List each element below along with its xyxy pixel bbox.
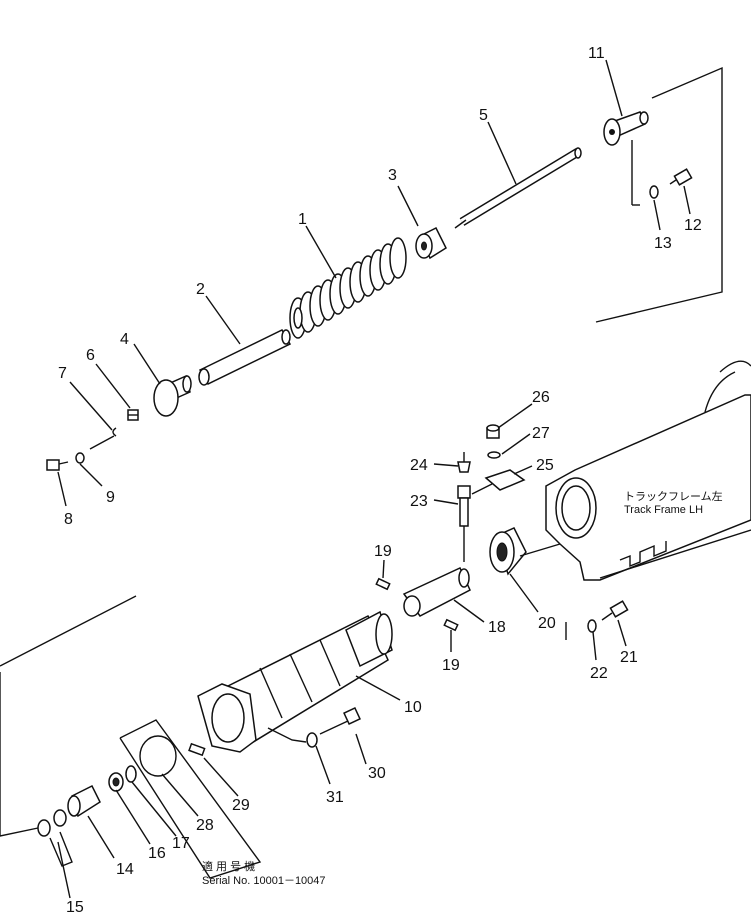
callout-5: 5 [479, 107, 488, 124]
part-8-bolt [46, 459, 69, 471]
part-18-block [402, 567, 471, 617]
callout-24: 24 [410, 457, 428, 474]
callout-10: 10 [404, 699, 422, 716]
part-15-seals [37, 809, 67, 837]
part-23-valve [457, 485, 471, 562]
callout-6: 6 [86, 347, 95, 364]
spring-bore [293, 307, 303, 329]
callout-3: 3 [388, 167, 397, 184]
serial-note: 適 用 号 機 Serial No. 10001－10047 [202, 859, 326, 887]
callout-13: 13 [654, 235, 672, 252]
part-31-washer [306, 732, 318, 748]
callout-18: 18 [488, 619, 506, 636]
leader-lines [57, 59, 691, 899]
part-19-pin-upper [375, 577, 391, 591]
callout-14: 14 [116, 861, 134, 878]
callout-21: 21 [620, 649, 638, 666]
spring-coil [389, 237, 407, 279]
part-14-plug [67, 784, 101, 818]
callout-19b: 19 [442, 657, 460, 674]
part-3-nut [415, 226, 447, 260]
callout-30: 30 [368, 765, 386, 782]
callout-23: 23 [410, 493, 428, 510]
part-28-oring [139, 735, 177, 777]
part-10-cylinder [197, 610, 393, 753]
serial-note-jp: 適 用 号 機 [202, 859, 255, 873]
track-frame-en: Track Frame LH [624, 504, 703, 516]
callout-28: 28 [196, 817, 214, 834]
part-25-bracket [484, 469, 526, 491]
part-21-bolt [601, 600, 629, 621]
callout-26: 26 [532, 389, 550, 406]
part-29-pin [188, 742, 206, 757]
part-7-clip [112, 427, 117, 437]
part-16-nut [108, 772, 124, 792]
part-5-rod [454, 147, 582, 229]
part-17-ring [125, 765, 137, 783]
callout-17: 17 [172, 835, 190, 852]
part-11-cylinder [603, 111, 649, 146]
callout-31: 31 [326, 789, 344, 806]
callout-labels: 1 2 3 4 5 6 7 8 9 10 11 12 13 14 15 16 1… [58, 45, 702, 913]
part-9-washer [75, 452, 85, 464]
callout-15: 15 [66, 899, 84, 913]
part-20-flange [489, 527, 527, 576]
callout-16: 16 [148, 845, 166, 862]
lower-group-bracket [0, 595, 262, 879]
track-frame [545, 360, 751, 581]
part-19-pin-lower [443, 618, 459, 632]
callout-4: 4 [120, 331, 129, 348]
part-13-washer [649, 185, 659, 199]
callout-27: 27 [532, 425, 550, 442]
callout-19a: 19 [374, 543, 392, 560]
callout-1: 1 [298, 211, 307, 228]
callout-25: 25 [536, 457, 554, 474]
callout-12: 12 [684, 217, 702, 234]
part-26-plug [486, 424, 500, 439]
part-6-nut [127, 409, 139, 421]
callout-29: 29 [232, 797, 250, 814]
part-30-bolt [319, 707, 361, 735]
callout-20: 20 [538, 615, 556, 632]
part-27-washer [487, 451, 501, 459]
part-4-cap [153, 374, 192, 417]
track-frame-jp: トラックフレーム左 [624, 490, 723, 503]
upper-group-bracket [595, 66, 723, 323]
callout-9: 9 [106, 489, 115, 506]
part-22-washer [587, 619, 597, 633]
track-frame-note: トラックフレーム左 Track Frame LH [624, 490, 723, 516]
callout-8: 8 [64, 511, 73, 528]
serial-note-en: Serial No. 10001－10047 [202, 875, 326, 887]
part-1-spring [289, 237, 407, 339]
callout-7: 7 [58, 365, 67, 382]
part-2-tube [198, 329, 292, 386]
callout-2: 2 [196, 281, 205, 298]
callout-11: 11 [588, 45, 605, 62]
part-12-bolt [669, 168, 693, 186]
callout-22: 22 [590, 665, 608, 682]
part-24-fitting [457, 452, 471, 473]
